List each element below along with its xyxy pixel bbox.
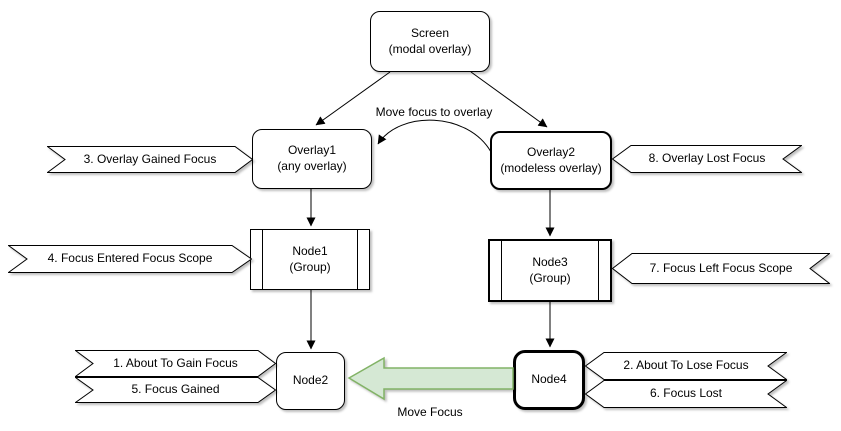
arrow-move-focus-to-overlay xyxy=(377,119,492,153)
node-node3-label: Node3 (Group) xyxy=(529,254,571,285)
banner-about-to-gain-focus-label: 1. About To Gain Focus xyxy=(113,355,238,370)
banner-focus-gained: 5. Focus Gained xyxy=(75,377,276,403)
banner-focus-lost: 6. Focus Lost xyxy=(585,380,787,408)
banner-about-to-lose-focus: 2. About To Lose Focus xyxy=(585,352,787,380)
left-step-arrow-shape xyxy=(612,145,802,173)
edge-label-move-focus: Move Focus xyxy=(395,405,465,419)
right-step-arrow-shape xyxy=(75,377,276,403)
banner-focus-gained-label: 5. Focus Gained xyxy=(131,382,220,397)
banner-about-to-lose-focus-label: 2. About To Lose Focus xyxy=(623,358,749,373)
node-node1-label: Node1 (Group) xyxy=(289,243,331,274)
left-step-arrow-shape xyxy=(585,352,787,380)
node-overlay1-label: Overlay1 (any overlay) xyxy=(277,143,347,173)
node-screen: Screen (modal overlay) xyxy=(370,11,490,72)
node-overlay2: Overlay2 (modeless overlay) xyxy=(490,131,612,190)
node-node3-group: Node3 (Group) xyxy=(488,239,612,302)
banner-focus-left-focus-scope-label: 7. Focus Left Focus Scope xyxy=(649,260,793,275)
node-node2-label: Node2 xyxy=(292,373,329,388)
banner-overlay-gained-focus-label: 3. Overlay Gained Focus xyxy=(83,151,217,166)
left-step-arrow-shape xyxy=(585,380,787,408)
banner-about-to-gain-focus: 1. About To Gain Focus xyxy=(75,350,276,377)
left-step-arrow-shape xyxy=(612,253,830,284)
banner-focus-entered-focus-scope-label: 4. Focus Entered Focus Scope xyxy=(47,251,213,266)
node-overlay2-label: Overlay2 (modeless overlay) xyxy=(500,144,602,175)
node-node1-group: Node1 (Group) xyxy=(250,229,370,290)
right-step-arrow-shape xyxy=(75,350,276,377)
node-overlay1: Overlay1 (any overlay) xyxy=(252,129,372,189)
node-node4: Node4 xyxy=(513,350,585,410)
node-node4-label: Node4 xyxy=(531,372,567,387)
node-screen-label: Screen (modal overlay) xyxy=(388,25,472,56)
right-step-arrow-shape xyxy=(8,245,252,273)
banner-overlay-lost-focus: 8. Overlay Lost Focus xyxy=(612,145,802,173)
edge-label-move-focus-to-overlay: Move focus to overlay xyxy=(373,105,495,119)
banner-focus-left-focus-scope: 7. Focus Left Focus Scope xyxy=(612,253,830,284)
move-focus-block-arrow xyxy=(347,356,514,401)
banner-focus-entered-focus-scope: 4. Focus Entered Focus Scope xyxy=(8,245,252,273)
banner-focus-lost-label: 6. Focus Lost xyxy=(649,386,723,401)
node-node2: Node2 xyxy=(276,352,345,410)
banner-overlay-gained-focus: 3. Overlay Gained Focus xyxy=(47,146,253,173)
banner-overlay-lost-focus-label: 8. Overlay Lost Focus xyxy=(648,151,766,166)
right-step-arrow-shape xyxy=(47,146,253,173)
